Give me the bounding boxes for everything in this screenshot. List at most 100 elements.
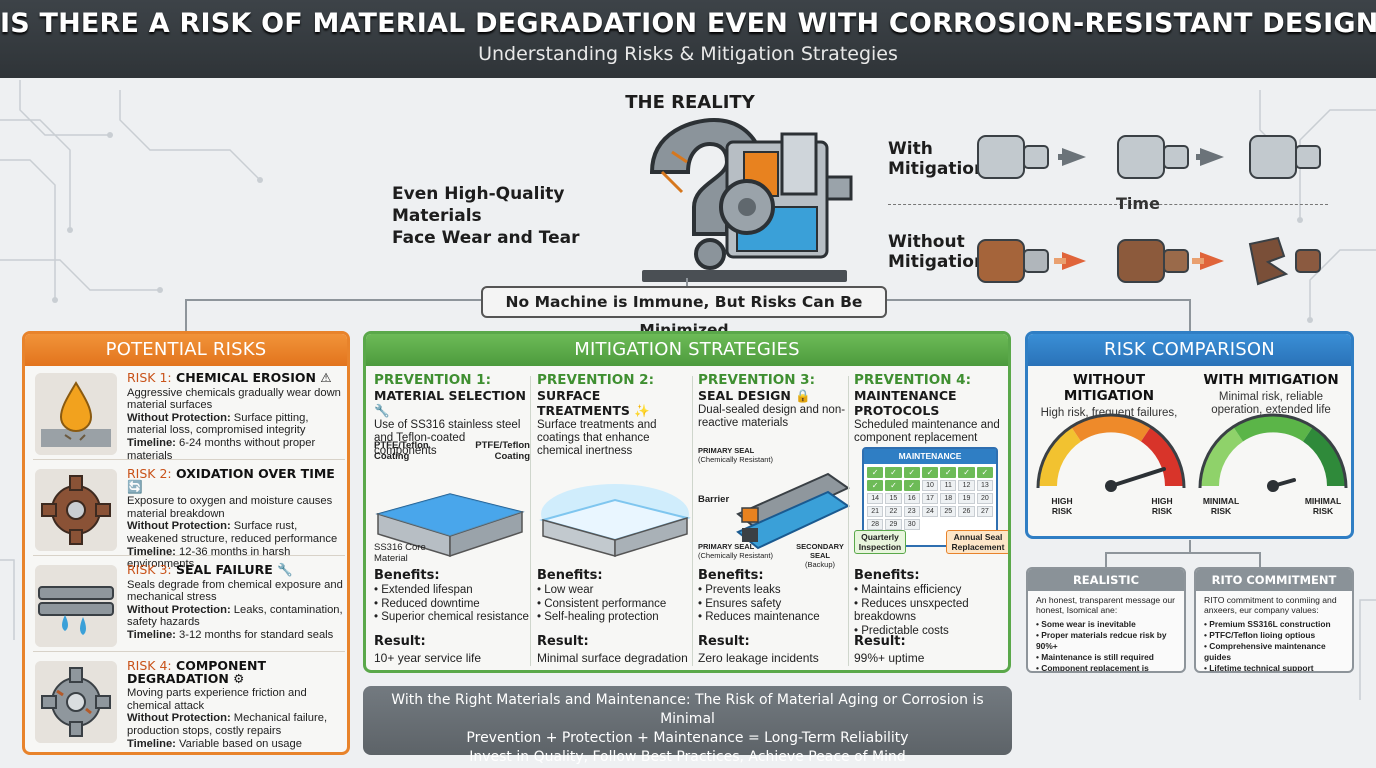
reality-text-line1: Even High-Quality Materials	[392, 184, 565, 226]
without-protection-label: Without Protection:	[127, 411, 231, 424]
without-mitigation-line1: Without	[888, 232, 965, 252]
benefits: Benefits: Prevents leaks Ensures safety …	[698, 568, 858, 625]
commitment-item: Comprehensive maintenance guides	[1204, 641, 1344, 663]
page-subtitle: Understanding Risks & Mitigation Strateg…	[478, 43, 898, 65]
calendar-day-cell: 23	[903, 506, 920, 517]
prevention-3: PREVENTION 3: SEAL DESIGN 🔒 Dual-sealed …	[698, 372, 854, 670]
callout-secondary-seal-title: SECONDARY SEAL	[796, 542, 844, 560]
calendar-day-cell: 21	[867, 506, 884, 517]
risk-text: RISK 2: OXIDATION OVER TIME 🔄 Exposure t…	[127, 466, 347, 571]
prevention-label: PREVENTION 1:	[374, 372, 491, 388]
calendar-check-cell: ✓	[867, 480, 884, 491]
prevention-title: SURFACE TREATMENTS ✨	[537, 388, 650, 418]
reality-text: Even High-Quality Materials Face Wear an…	[392, 183, 642, 249]
rito-commitment-box: RITO COMMITMENT RITO commitment to conmi…	[1194, 567, 1354, 673]
calendar-day-cell: 29	[885, 519, 902, 530]
clean-valve-sequence	[977, 135, 1321, 179]
realistic-expectations-box: REALISTIC EXPECTATIONS An honest, transp…	[1026, 567, 1186, 673]
question-machine-icon	[642, 117, 853, 282]
realistic-expectations-desc: An honest, transparent message our hones…	[1036, 595, 1176, 616]
rusty-gear-icon	[35, 469, 117, 551]
result-label: Result:	[854, 634, 906, 649]
calendar-day-cell: 17	[921, 493, 939, 504]
rito-commitment-desc: RITO commitment to conmiing and anxeers,…	[1204, 595, 1337, 616]
result: Result: Zero leakage incidents	[698, 634, 858, 665]
calendar-day-cell: 13	[976, 480, 993, 491]
risk-title: SEAL FAILURE 🔧	[176, 562, 293, 577]
benefit-item: Low wear	[537, 584, 697, 598]
prevention-description: Dual-sealed design and non-reactive mate…	[698, 404, 846, 429]
minimal-risk-gauge	[1198, 413, 1348, 492]
calendar-title: MAINTENANCE	[864, 449, 996, 464]
calendar-check-cell: ✓	[976, 467, 993, 478]
prevention-title: MAINTENANCE PROTOCOLS	[854, 388, 957, 418]
commitment-item: Lifetime technical support	[1204, 663, 1344, 671]
prevention-title: MATERIAL SELECTION 🔧	[374, 388, 526, 418]
column-divider	[692, 376, 693, 666]
high-risk-gauge	[1036, 413, 1186, 492]
key-message-banner: No Machine is Immune, But Risks Can Be M…	[481, 286, 887, 339]
risk-description: Seals degrade from chemical exposure and…	[127, 578, 343, 604]
benefit-item: Ensures safety	[698, 598, 858, 612]
calendar-day-cell: 14	[867, 493, 884, 504]
timeline-text: 3-12 months for standard seals	[179, 628, 334, 641]
benefits-label: Benefits:	[537, 568, 603, 583]
risk-item: RISK 2: OXIDATION OVER TIME 🔄 Exposure t…	[33, 466, 345, 570]
without-protection-text: Surface pitting, material loss, compromi…	[127, 411, 309, 437]
commitment-item: PTFC/Teflon lioing optious	[1204, 630, 1344, 641]
expectation-item: Proper materials redcue risk by 90%+	[1036, 630, 1176, 652]
glowing-plate-icon	[539, 484, 691, 558]
result-value: 10+ year service life	[374, 651, 482, 665]
timeline-label: Timeline:	[127, 628, 176, 641]
reality-text-line2: Face Wear and Tear	[392, 228, 580, 248]
timeline-text: 6-24 months without proper materials	[127, 436, 316, 462]
calendar-check-cell: ✓	[958, 467, 975, 478]
without-protection-label: Without Protection:	[127, 712, 231, 725]
without-protection-text: Mechanical failure, production stops, co…	[127, 712, 328, 737]
callout-primary-seal-bottom-title: PRIMARY SEAL	[698, 542, 755, 551]
prevention-description: Use of SS316 stainless steel and Teflon-…	[374, 419, 521, 457]
droplet-icon	[35, 373, 117, 455]
timeline-text: Variable based on usage	[179, 737, 302, 750]
risk-number: RISK 1:	[127, 370, 172, 385]
reality-title: THE REALITY	[625, 92, 755, 113]
calendar-day-cell: 16	[903, 493, 920, 504]
calendar-day-cell: 20	[976, 493, 993, 504]
risk-item: RISK 1: CHEMICAL EROSION ⚠ Aggressive ch…	[33, 370, 347, 462]
calendar-day-cell: 25	[940, 506, 957, 517]
time-axis-line	[888, 204, 1328, 205]
benefit-item: Consistent performance	[537, 598, 697, 612]
corroded-valve-sequence	[977, 236, 1321, 286]
without-protection-label: Without Protection:	[127, 520, 231, 533]
calendar-day-cell: 10	[921, 480, 939, 491]
benefit-item: Reduces unsxpected breakdowns	[854, 598, 1008, 625]
without-mitigation-title: WITHOUT MITIGATION	[1063, 372, 1155, 404]
with-mitigation-desc: Minimal risk, reliable operation, extend…	[1211, 391, 1331, 416]
column-divider	[530, 376, 531, 666]
calendar-day-cell: 24	[921, 506, 939, 517]
benefit-item: Self-healing protection	[537, 611, 697, 625]
without-protection-label: Without Protection:	[127, 603, 231, 616]
expectation-item: Some wear is inevitable	[1036, 619, 1176, 630]
calendar-day-cell: 27	[976, 506, 993, 517]
timeline-text: 12-36 months in harsh environments	[127, 545, 291, 571]
risk-title: OXIDATION OVER TIME 🔄	[127, 466, 335, 494]
risk-text: RISK 1: CHEMICAL EROSION ⚠ Aggressive ch…	[127, 370, 347, 462]
prevention-4: PREVENTION 4: MAINTENANCE PROTOCOLS Sche…	[854, 372, 1008, 670]
callout-primary-seal-top-sub: (Chemically Resistant)	[698, 455, 774, 464]
risk-description: Aggressive chemicals gradually wear down…	[127, 386, 341, 412]
calendar-check-cell: ✓	[921, 467, 939, 478]
summary-footer: With the Right Materials and Maintenance…	[363, 686, 1012, 765]
result-value: Minimal surface degradation	[537, 651, 688, 665]
benefit-item: Predictable costs	[854, 625, 1008, 639]
benefit-item: Prevents leaks	[698, 584, 858, 598]
callout-ptfe-left: PTFE/Teflon Coating	[374, 440, 429, 462]
calendar-day-cell: 11	[940, 480, 957, 491]
risk-number: RISK 3:	[127, 562, 172, 577]
benefits-label: Benefits:	[854, 568, 920, 583]
potential-risks-heading: POTENTIAL RISKS	[25, 334, 347, 366]
result: Result: 10+ year service life	[374, 634, 534, 665]
benefit-item: Reduced downtime	[374, 598, 534, 612]
leaking-seal-icon	[35, 565, 117, 647]
